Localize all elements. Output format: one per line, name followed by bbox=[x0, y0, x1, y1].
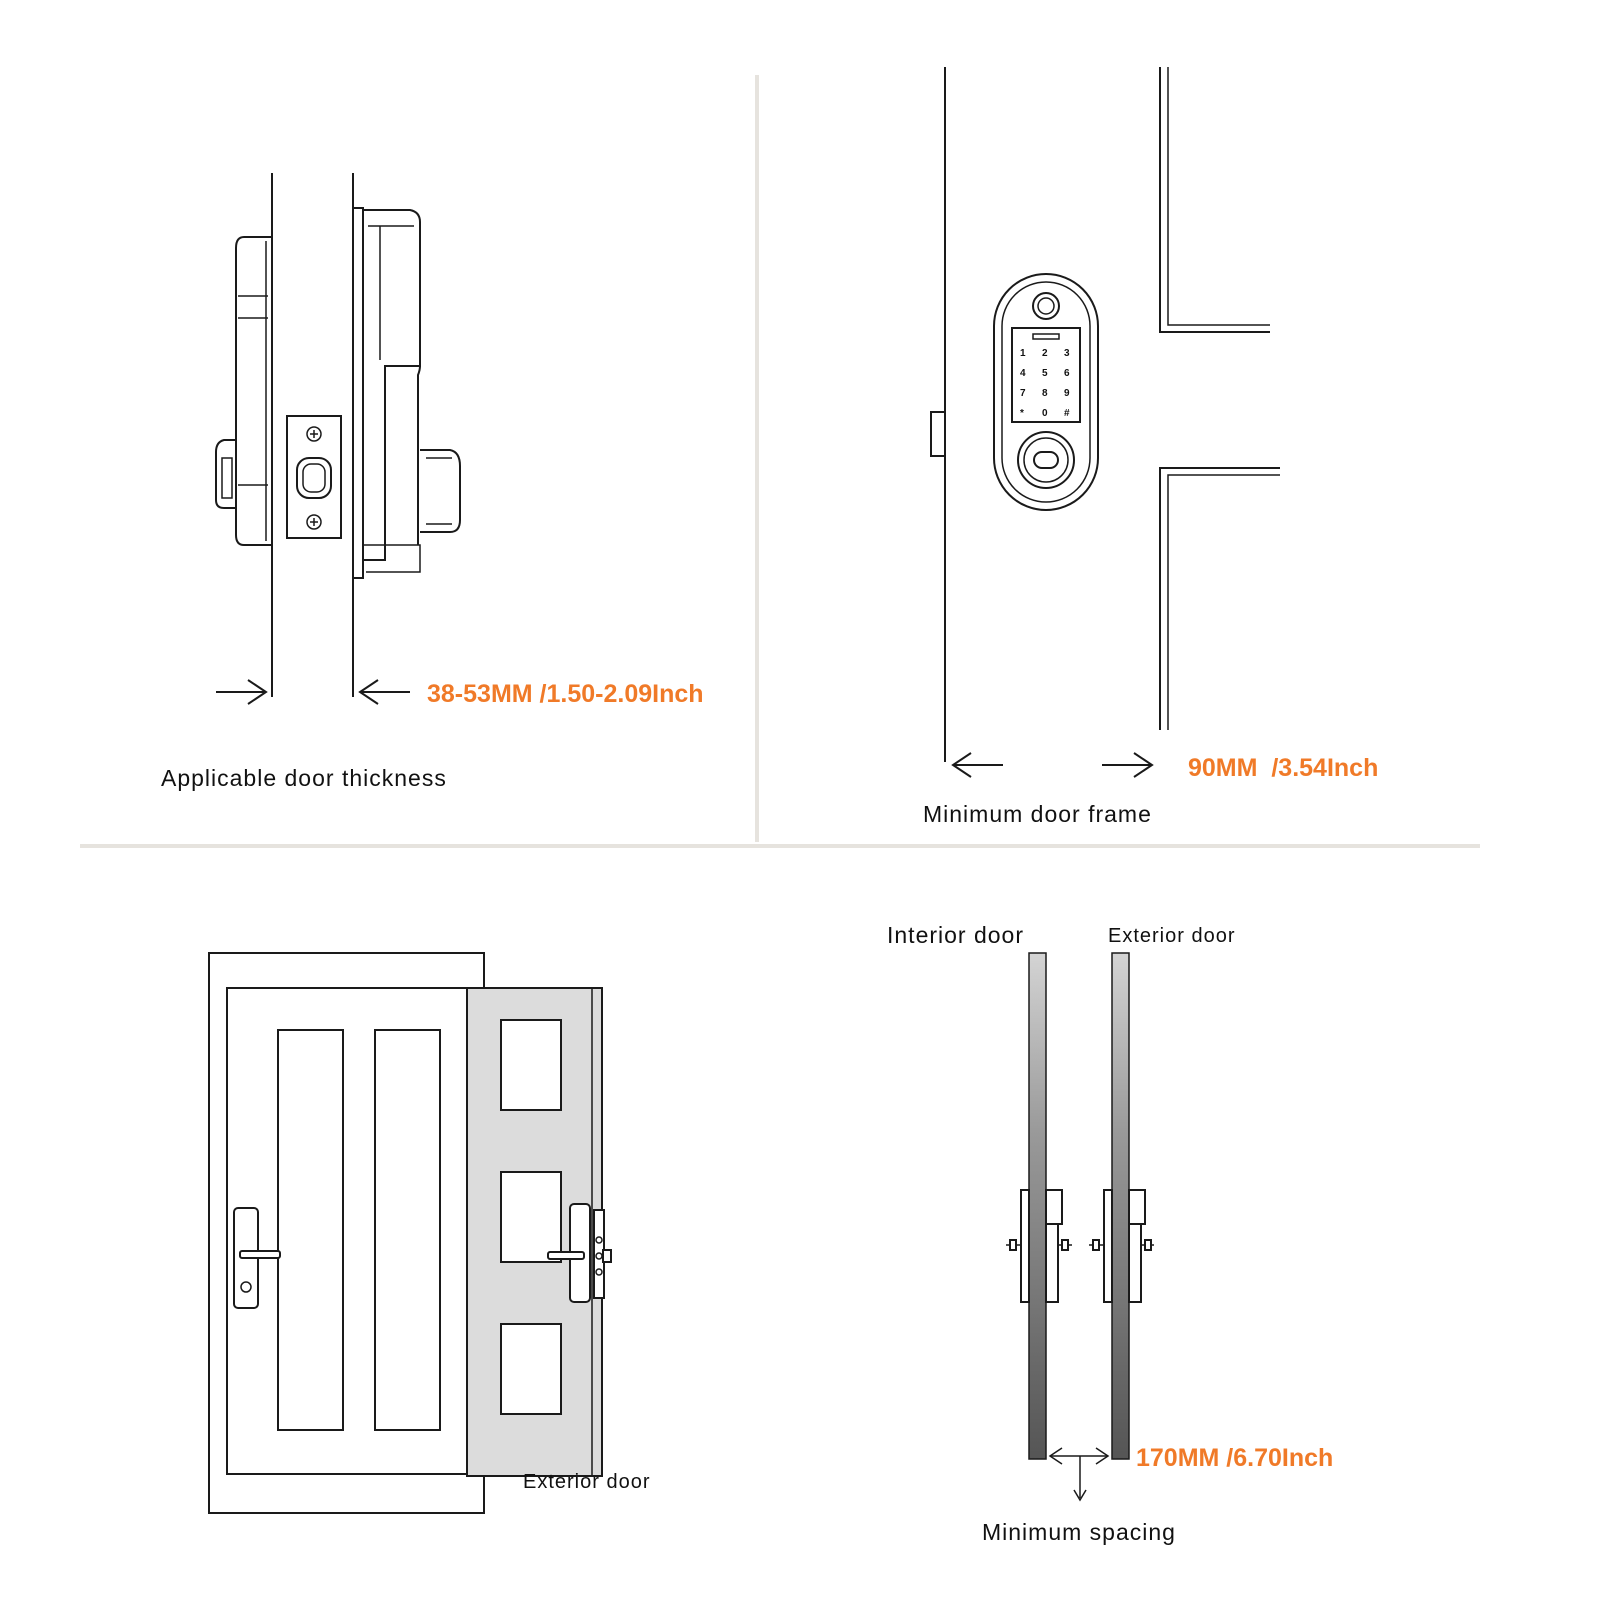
thickness-dimension-arrows bbox=[216, 679, 410, 705]
key-1: 1 bbox=[1020, 348, 1026, 359]
exterior-door-lock bbox=[1089, 1189, 1154, 1303]
thickness-caption: Applicable door thickness bbox=[161, 765, 447, 791]
door-frame-panel: 1 2 3 4 5 6 7 8 9 * 0 # 90MM /3.54Inch M bbox=[923, 67, 1378, 827]
door-panel-right bbox=[374, 1029, 441, 1431]
keypad-keys: 1 2 3 4 5 6 7 8 9 * 0 # bbox=[1020, 348, 1070, 419]
key-2: 2 bbox=[1042, 348, 1048, 359]
interior-lever-lock bbox=[233, 1207, 281, 1309]
key-8: 8 bbox=[1042, 388, 1048, 399]
exterior-door-slab bbox=[1111, 952, 1130, 1460]
door-opening-panel: Exterior door bbox=[208, 952, 651, 1514]
fingerprint-reader-icon bbox=[1032, 292, 1060, 320]
interior-door-slab bbox=[1028, 952, 1047, 1460]
spacing-dimension-label: 170MM /6.70Inch bbox=[1136, 1444, 1333, 1472]
key-star: * bbox=[1020, 408, 1024, 419]
strike-plate bbox=[286, 415, 342, 539]
key-0: 0 bbox=[1042, 408, 1048, 419]
interior-door-label: Interior door bbox=[887, 922, 1024, 948]
door-thickness-panel: 38-53MM /1.50-2.09Inch Applicable door t… bbox=[161, 173, 704, 791]
spacing-exterior-door-label: Exterior door bbox=[1108, 925, 1236, 947]
frame-dimension-label: 90MM /3.54Inch bbox=[1188, 754, 1378, 782]
interior-lock-side-view bbox=[352, 207, 461, 579]
frame-dimension-arrows bbox=[951, 752, 1154, 778]
thickness-dimension-label: 38-53MM /1.50-2.09Inch bbox=[427, 680, 704, 708]
spacing-caption: Minimum spacing bbox=[982, 1519, 1176, 1545]
key-4: 4 bbox=[1020, 368, 1026, 379]
interior-door-lock bbox=[1006, 1189, 1072, 1303]
door-spacing-panel: Interior door Exterior door bbox=[887, 922, 1333, 1545]
opening-exterior-door-label: Exterior door bbox=[523, 1471, 651, 1493]
exterior-lever-lock bbox=[547, 1203, 612, 1303]
thumb-turn-knob bbox=[1017, 431, 1075, 489]
frame-caption: Minimum door frame bbox=[923, 801, 1152, 827]
key-3: 3 bbox=[1064, 348, 1070, 359]
exterior-lock-side-view bbox=[215, 236, 272, 546]
key-hash: # bbox=[1064, 408, 1070, 419]
spacing-dimension-arrows bbox=[1048, 1447, 1110, 1502]
keypad-panel bbox=[1011, 327, 1081, 423]
door-panel-left bbox=[277, 1029, 344, 1431]
key-5: 5 bbox=[1042, 368, 1048, 379]
key-9: 9 bbox=[1064, 388, 1070, 399]
smart-lock-front-view: 1 2 3 4 5 6 7 8 9 * 0 # bbox=[993, 273, 1099, 511]
key-6: 6 bbox=[1064, 368, 1070, 379]
key-7: 7 bbox=[1020, 388, 1026, 399]
